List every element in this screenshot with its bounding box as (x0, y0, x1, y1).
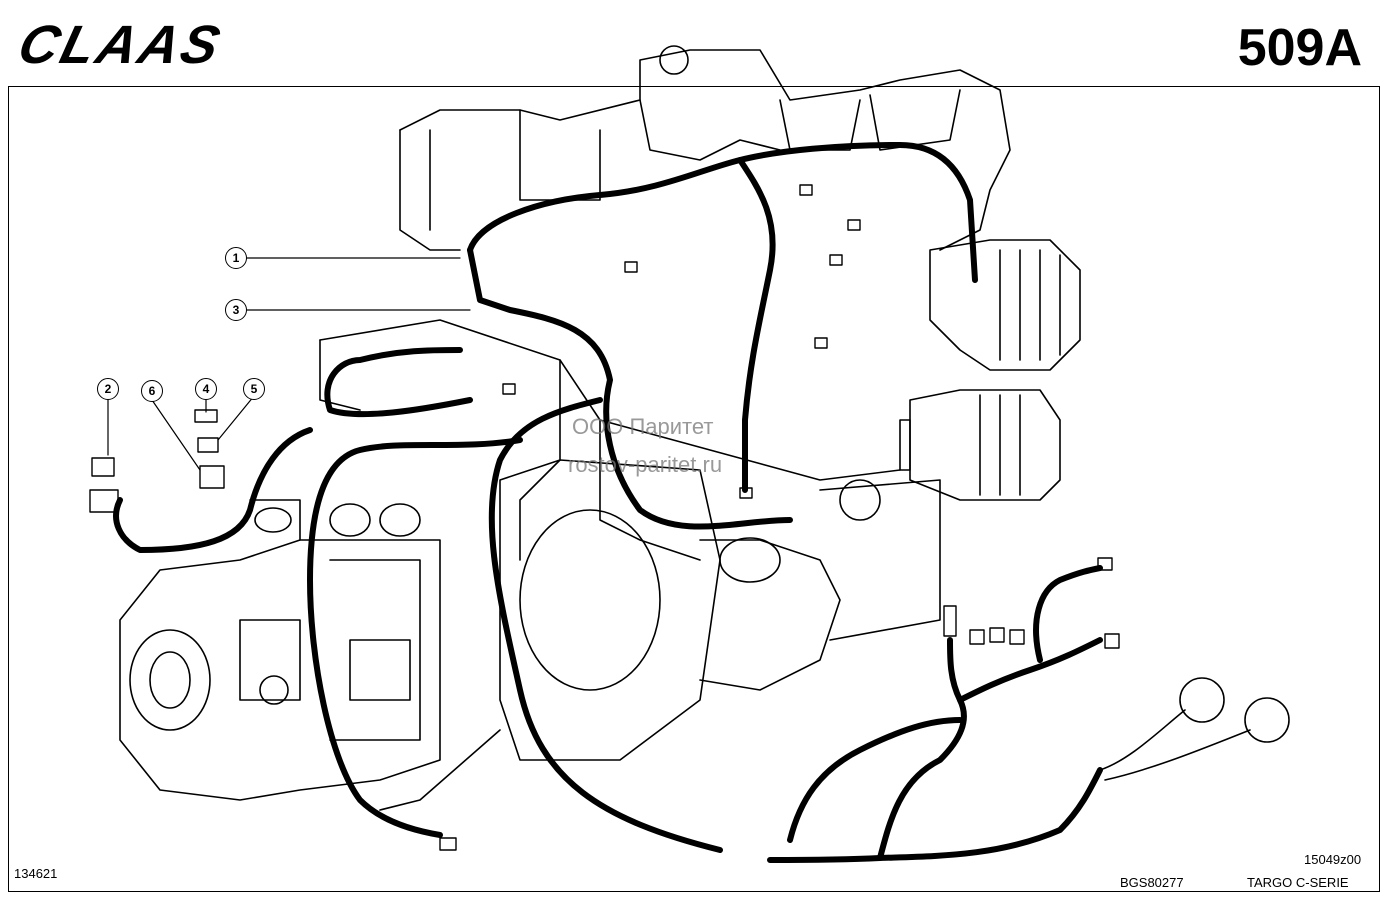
series-label: TARGO C-SERIE (1247, 875, 1349, 890)
plug-connectors (89, 184, 1120, 851)
secondary-wiring-harness (767, 565, 1103, 863)
engine-block (319, 45, 1011, 691)
drawing-number: 134621 (14, 866, 58, 881)
starter-motor (899, 389, 1061, 501)
leader-lines (107, 257, 471, 471)
callout-2: 2 (97, 378, 119, 400)
sheet-code: 15049z00 (1304, 852, 1362, 867)
alternator (929, 239, 1081, 371)
round-connectors (1099, 677, 1290, 781)
watermark-url: rostov-paritet.ru (568, 452, 723, 477)
callout-5: 5 (243, 378, 265, 400)
callout-6: 6 (141, 380, 163, 402)
reference-code: BGS80277 (1120, 875, 1184, 890)
callout-4: 4 (195, 378, 217, 400)
watermark-company: ООО Паритет (572, 414, 714, 439)
callout-3: 3 (225, 299, 247, 321)
main-wiring-harness (113, 142, 978, 853)
hydraulic-pump (119, 499, 441, 801)
callout-1: 1 (225, 247, 247, 269)
flywheel-housing (379, 459, 721, 811)
page-code: 509A (1237, 19, 1362, 77)
diagram-frame (8, 86, 1380, 892)
